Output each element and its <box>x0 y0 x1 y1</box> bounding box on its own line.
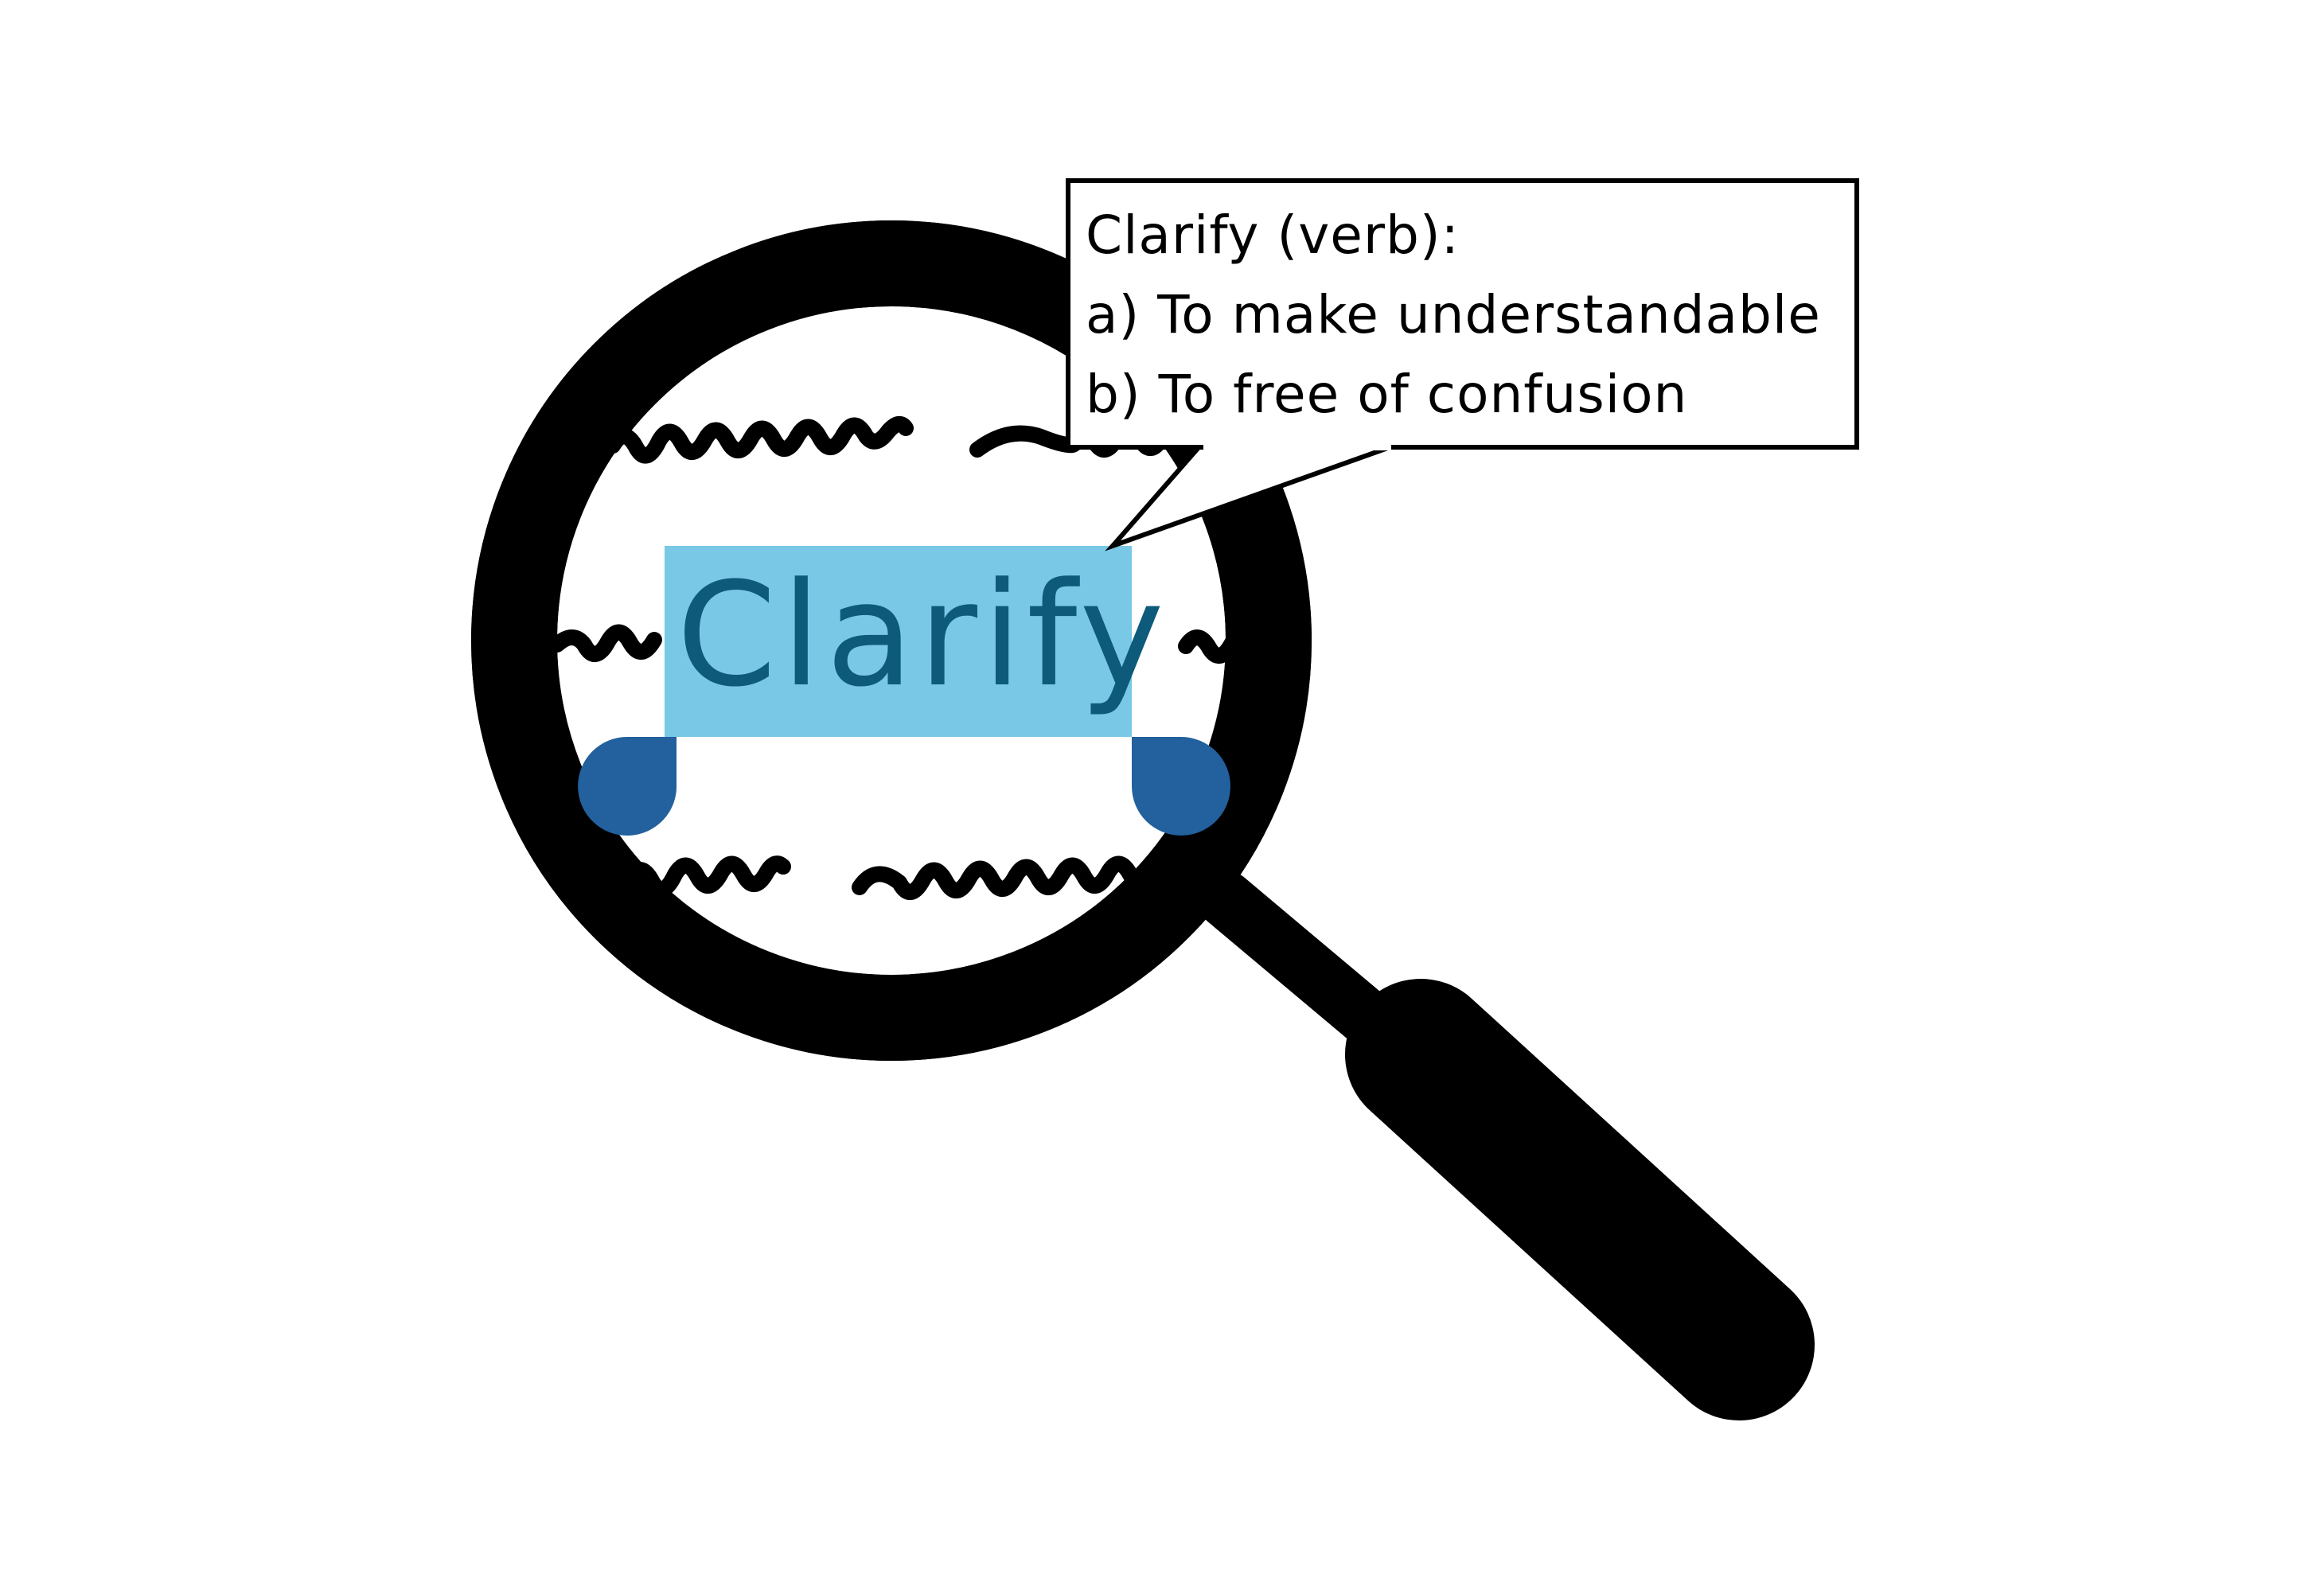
text-selection[interactable]: Clarify <box>665 546 1169 737</box>
callout-pointer <box>1105 443 1396 551</box>
callout-box <box>1066 178 1859 450</box>
selected-word: Clarify <box>677 552 1169 719</box>
definition-heading: Clarify (verb): <box>1086 205 1460 266</box>
magnifier-lens-rim <box>471 220 1312 1061</box>
definition-line-b: b) To free of confusion <box>1086 364 1687 425</box>
squiggle-line-bottom-right <box>852 854 1184 900</box>
selection-start-handle-icon[interactable] <box>578 737 677 836</box>
squiggle-line-top-left <box>605 415 914 464</box>
definition-callout: Clarify (verb): a) To make understandabl… <box>1066 178 1859 551</box>
magnifier-grip <box>1345 979 1815 1420</box>
selection-end-handle-icon[interactable] <box>1132 737 1230 836</box>
squiggle-line-middle-left <box>549 624 662 662</box>
definition-line-a: a) To make understandable <box>1086 284 1821 345</box>
selection-highlight <box>665 546 1132 737</box>
